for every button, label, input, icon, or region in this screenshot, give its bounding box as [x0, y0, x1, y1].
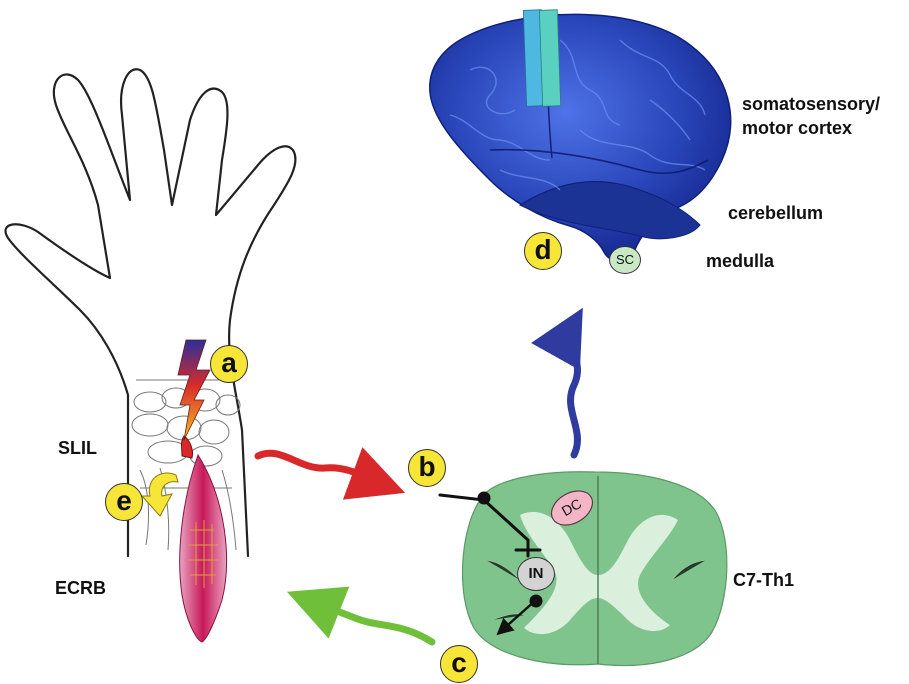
reflex-curved-arrow-icon — [140, 472, 179, 517]
cortex-label-line2: motor cortex — [742, 118, 853, 138]
sc-tag: SC — [609, 246, 641, 274]
cortex-strip — [522, 9, 562, 107]
step-badge-b: b — [408, 449, 446, 487]
ecrb-muscle — [179, 453, 228, 643]
carpal-bones — [131, 379, 241, 551]
cortex-label: somatosensory/ motor cortex — [742, 92, 880, 140]
cortex-label-line1: somatosensory/ — [742, 94, 881, 114]
cerebellum-label: cerebellum — [728, 203, 824, 223]
interneuron-tag: IN — [517, 557, 555, 591]
ecrb-label: ECRB — [55, 578, 107, 598]
step-badge-c: c — [440, 645, 478, 683]
hand-outline — [4, 68, 297, 558]
spinal-cord-section — [461, 471, 728, 667]
step-badge-d: d — [524, 232, 562, 270]
slil-ligament — [181, 435, 193, 459]
afferent-arrow — [254, 447, 406, 500]
ascending-arrow — [531, 307, 583, 459]
efferent-arrow — [287, 586, 436, 646]
spinal-level-label: C7-Th1 — [733, 570, 795, 590]
lightning-bolt-icon — [177, 339, 211, 441]
neural-circuit — [438, 491, 543, 636]
step-badge-a: a — [210, 345, 248, 383]
brain — [429, 13, 732, 262]
slil-label: SLIL — [58, 438, 97, 458]
step-badge-e: e — [105, 483, 143, 521]
medulla-label: medulla — [706, 251, 775, 271]
